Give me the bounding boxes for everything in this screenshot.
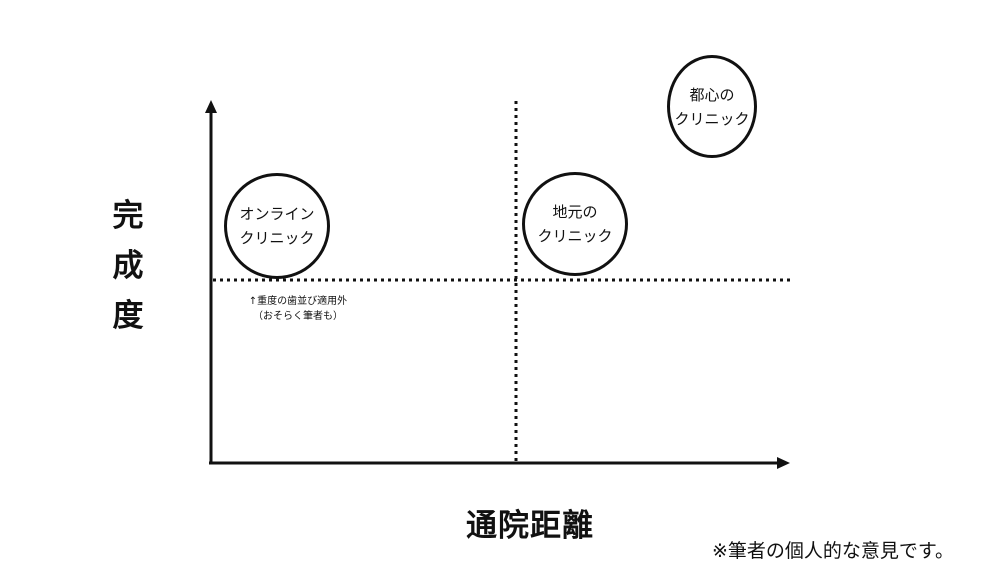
bubble-city-clinic: 都心の クリニック: [667, 55, 757, 158]
y-axis-label-char: 完: [112, 198, 144, 234]
bubble-line: 地元の: [552, 203, 598, 221]
y-axis-label: 完 成 度: [106, 198, 150, 334]
bubble-line: オンライン: [239, 205, 315, 223]
footnote: ※筆者の個人的な意見です。: [712, 540, 955, 562]
y-axis-label-char: 成: [112, 248, 144, 284]
x-axis-arrowhead: [777, 457, 790, 469]
bubble-local-clinic: 地元の クリニック: [522, 172, 628, 276]
online-clinic-annotation: ↑重度の歯並び適用外 （おそらく筆者も）: [238, 294, 358, 324]
x-axis-label: 通院距離: [466, 508, 594, 544]
bubble-line: 都心の: [689, 85, 735, 104]
bubble-line: クリニック: [537, 227, 613, 245]
annotation-line: （おそらく筆者も）: [253, 311, 343, 322]
bubble-line: クリニック: [239, 229, 315, 247]
y-axis-label-char: 度: [112, 298, 144, 334]
bubble-line: クリニック: [674, 109, 750, 128]
annotation-line: ↑重度の歯並び適用外: [248, 296, 348, 307]
y-axis-arrowhead: [205, 100, 217, 113]
bubble-online-clinic: オンライン クリニック: [224, 173, 330, 279]
